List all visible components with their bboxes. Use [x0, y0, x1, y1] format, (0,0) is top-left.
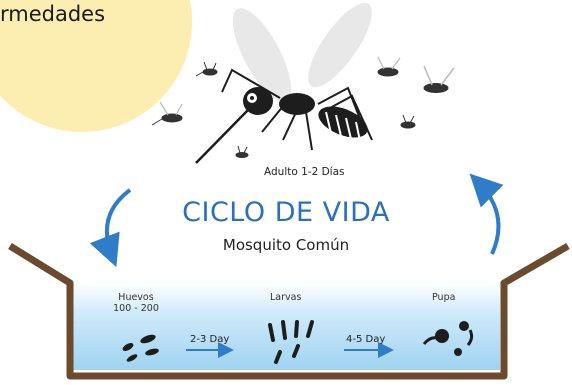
sun-shape — [0, 0, 192, 132]
pupa-stage-label: Pupa — [432, 292, 456, 303]
cycle-subtitle: Mosquito Común — [222, 236, 350, 254]
cycle-title: CICLO DE VIDA — [182, 197, 390, 228]
adult-stage-label: Adulto 1-2 Días — [264, 166, 345, 178]
eggs-label-line1: Huevos — [118, 292, 154, 303]
egg-icon — [122, 334, 159, 362]
transition-label-2: 4-5 Day — [346, 334, 386, 345]
eggs-label-line2: 100 - 200 — [113, 303, 159, 314]
eggs-stage-label: Huevos 100 - 200 — [106, 292, 166, 314]
mosquito-icon — [195, 2, 373, 164]
pupa-icon — [422, 321, 474, 356]
larva-icon — [268, 320, 314, 364]
larvae-stage-label: Larvas — [270, 292, 302, 303]
cycle-arrow-icon — [89, 188, 132, 268]
mosquito-icon — [151, 56, 455, 158]
container-outline — [8, 242, 570, 380]
corner-partial-text: rmedades — [0, 2, 106, 26]
transition-label-1: 2-3 Day — [190, 334, 230, 345]
cycle-arrow-icon — [469, 173, 504, 255]
